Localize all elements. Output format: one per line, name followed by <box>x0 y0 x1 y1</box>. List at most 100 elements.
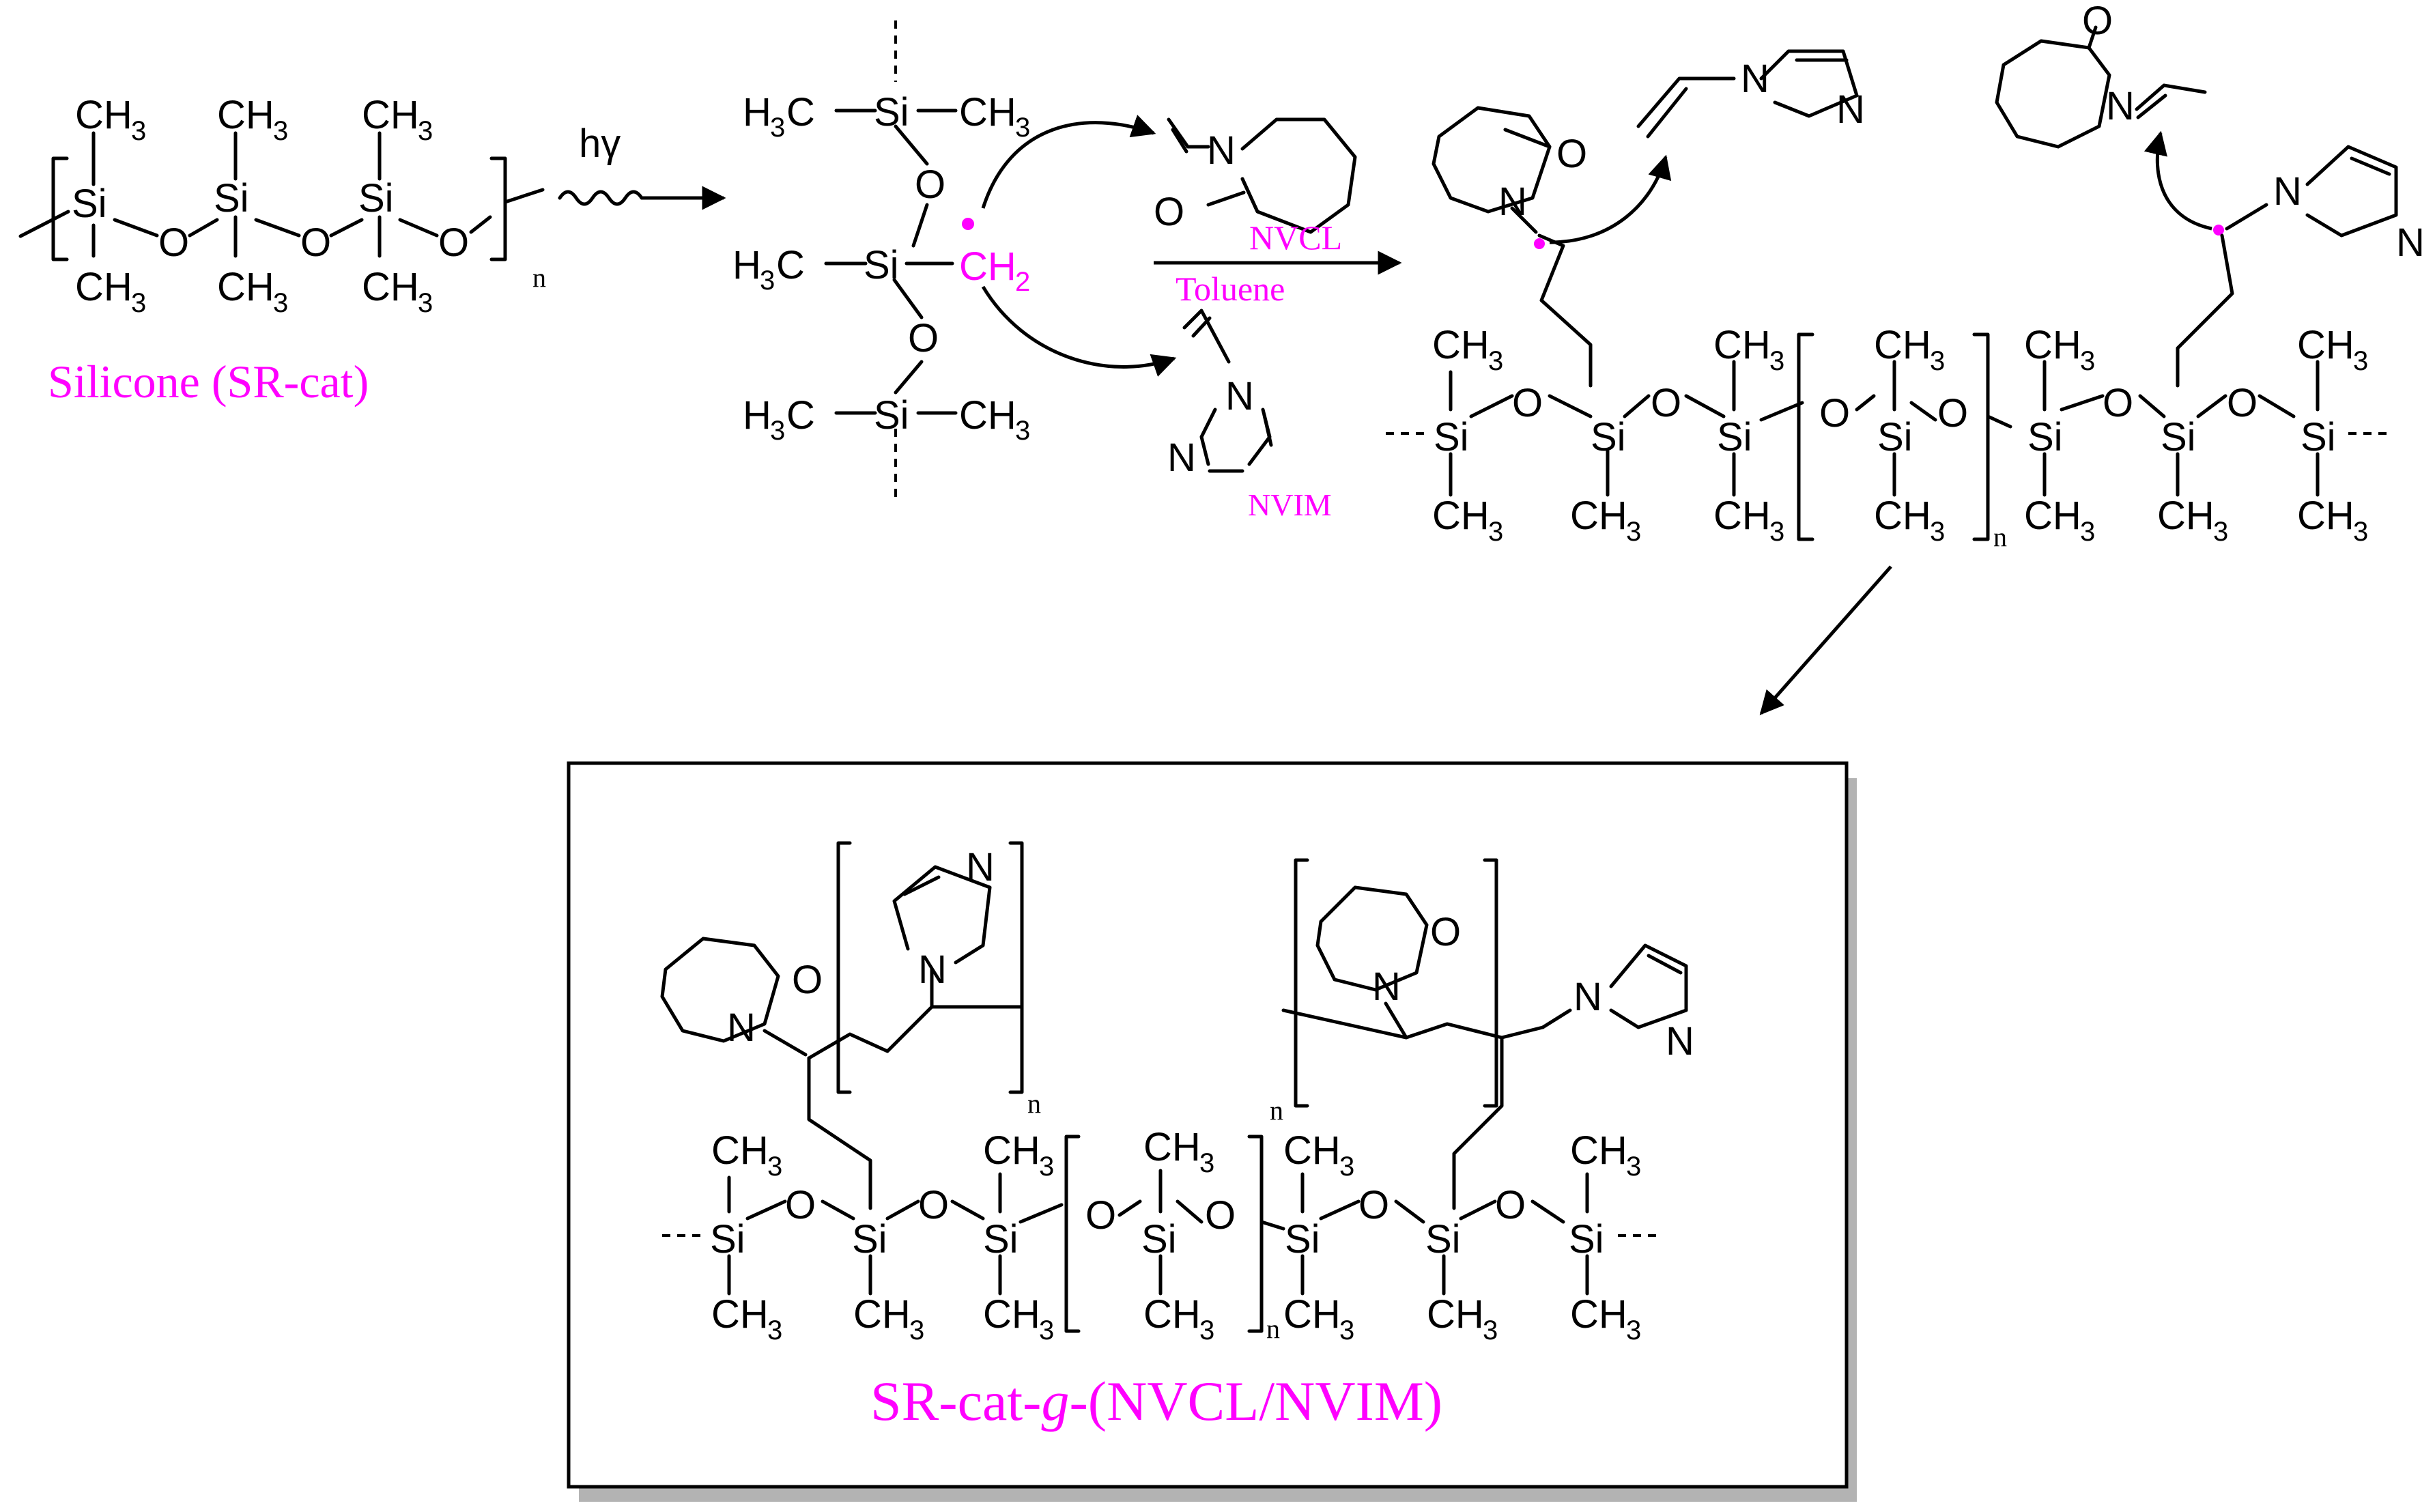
svg-text:CH: CH <box>2297 323 2354 367</box>
light-label: hγ <box>579 122 621 166</box>
methyl-group: CH3 <box>959 90 1030 143</box>
methyl-group: CH3 <box>853 1292 924 1345</box>
o-atom: O <box>1512 381 1543 425</box>
n-atom: N <box>1498 180 1527 224</box>
methyl-group: CH3 <box>2024 494 2095 547</box>
svg-text:CH: CH <box>983 1128 1040 1173</box>
svg-text:CH: CH <box>2157 494 2215 538</box>
methyl-group: CH3 <box>75 93 146 146</box>
growing-chain: N O N N <box>1432 49 1865 388</box>
svg-text:3: 3 <box>2080 346 2095 376</box>
svg-text:CH: CH <box>959 90 1016 134</box>
svg-text:CH: CH <box>1143 1125 1201 1169</box>
svg-text:CH: CH <box>1570 1128 1627 1173</box>
n-atom: N <box>2396 220 2425 265</box>
methyl-group: CH3 <box>1427 1292 1498 1345</box>
svg-text:CH: CH <box>1432 323 1490 367</box>
si-atom: Si <box>864 243 899 287</box>
o-atom: O <box>1651 381 1681 425</box>
si-atom: Si <box>1717 415 1752 459</box>
methyl-group: CH3 <box>1570 494 1641 547</box>
n-atom: N <box>2106 84 2135 128</box>
svg-text:3: 3 <box>760 266 775 296</box>
methyl-group: CH3 <box>1283 1128 1354 1182</box>
svg-text:CH: CH <box>2297 494 2354 538</box>
svg-text:3: 3 <box>1930 517 1945 547</box>
svg-text:3: 3 <box>1039 1152 1054 1182</box>
n-atom: N <box>1574 975 1602 1019</box>
o-atom: O <box>792 958 823 1002</box>
n-atom: N <box>2273 169 2302 214</box>
o-atom: O <box>438 220 469 265</box>
svg-text:CH: CH <box>1874 323 1931 367</box>
svg-text:CH: CH <box>711 1128 769 1173</box>
svg-text:CH: CH <box>75 93 132 137</box>
svg-text:CH: CH <box>217 93 274 137</box>
svg-text:CH: CH <box>959 244 1016 289</box>
product-backbone: Si O Si O Si O Si O Si O Si O Si CH3 CH3… <box>662 1125 1659 1345</box>
n-atom: N <box>966 845 995 889</box>
reaction-arrow: NVCL Toluene <box>1154 218 1402 308</box>
svg-text:CH: CH <box>1283 1128 1341 1173</box>
svg-text:H: H <box>732 243 761 287</box>
product-structure: N O N N n O N n N N <box>660 841 1694 1210</box>
radical-attack-arrow <box>981 285 1177 377</box>
radical-attack-arrow <box>981 115 1156 209</box>
radical-dot <box>2213 225 2224 236</box>
svg-text:CH: CH <box>362 265 419 309</box>
n-atom: N <box>1225 374 1254 418</box>
svg-text:3: 3 <box>1769 346 1784 376</box>
o-atom: O <box>1430 910 1461 954</box>
svg-text:3: 3 <box>2353 346 2368 376</box>
methyl-group: CH3 <box>959 393 1030 446</box>
n-atom: N <box>1666 1019 1694 1064</box>
svg-text:3: 3 <box>273 288 288 318</box>
n-atom: N <box>918 947 947 992</box>
o-atom: O <box>915 162 945 207</box>
svg-text:CH: CH <box>2024 323 2081 367</box>
svg-text:3: 3 <box>1339 1152 1354 1182</box>
o-atom: O <box>1358 1183 1389 1227</box>
n-atom: N <box>1741 57 1769 101</box>
svg-text:H: H <box>743 90 771 134</box>
svg-text:3: 3 <box>1488 517 1503 547</box>
methyl-group: CH3 <box>2024 323 2095 376</box>
n-atom: N <box>727 1005 756 1050</box>
si-atom: Si <box>72 182 107 226</box>
radical-dot <box>1534 238 1545 249</box>
o-atom: O <box>158 220 189 265</box>
si-atom: Si <box>1877 415 1913 459</box>
o-atom: O <box>1085 1193 1116 1238</box>
svg-text:CH: CH <box>1713 323 1771 367</box>
svg-text:3: 3 <box>1015 113 1030 143</box>
methyl-group: CH3 <box>217 265 288 318</box>
svg-text:CH: CH <box>711 1292 769 1337</box>
product-arrow <box>1759 565 1892 715</box>
n-atom: N <box>1167 436 1196 480</box>
methyl-group: CH3 <box>983 1292 1054 1345</box>
methyl-group: CH3 <box>2297 323 2368 376</box>
svg-text:3: 3 <box>273 116 288 146</box>
svg-text:3: 3 <box>1039 1315 1054 1345</box>
methyl-group: CH3 <box>1432 494 1503 547</box>
svg-text:3: 3 <box>418 288 433 318</box>
repeat-index: n <box>1270 1095 1283 1126</box>
methyl-group: CH3 <box>711 1128 782 1182</box>
svg-text:3: 3 <box>767 1152 782 1182</box>
methyl-group: CH3 <box>217 93 288 146</box>
methyl-group: CH3 <box>711 1292 782 1345</box>
si-atom: Si <box>1425 1217 1461 1261</box>
si-atom: Si <box>358 176 394 220</box>
svg-text:CH: CH <box>217 265 274 309</box>
methyl-group: CH3 <box>983 1128 1054 1182</box>
svg-text:3: 3 <box>770 113 785 143</box>
methyl-group: CH3 <box>1570 1292 1641 1345</box>
methyl-group: CH3 <box>1432 323 1503 376</box>
n-atom: N <box>1836 87 1865 132</box>
reagent-2-label: NVIM <box>1248 487 1332 522</box>
o-atom: O <box>2103 381 2133 425</box>
svg-text:3: 3 <box>1626 1315 1641 1345</box>
methyl-group: CH3 <box>1143 1125 1214 1178</box>
